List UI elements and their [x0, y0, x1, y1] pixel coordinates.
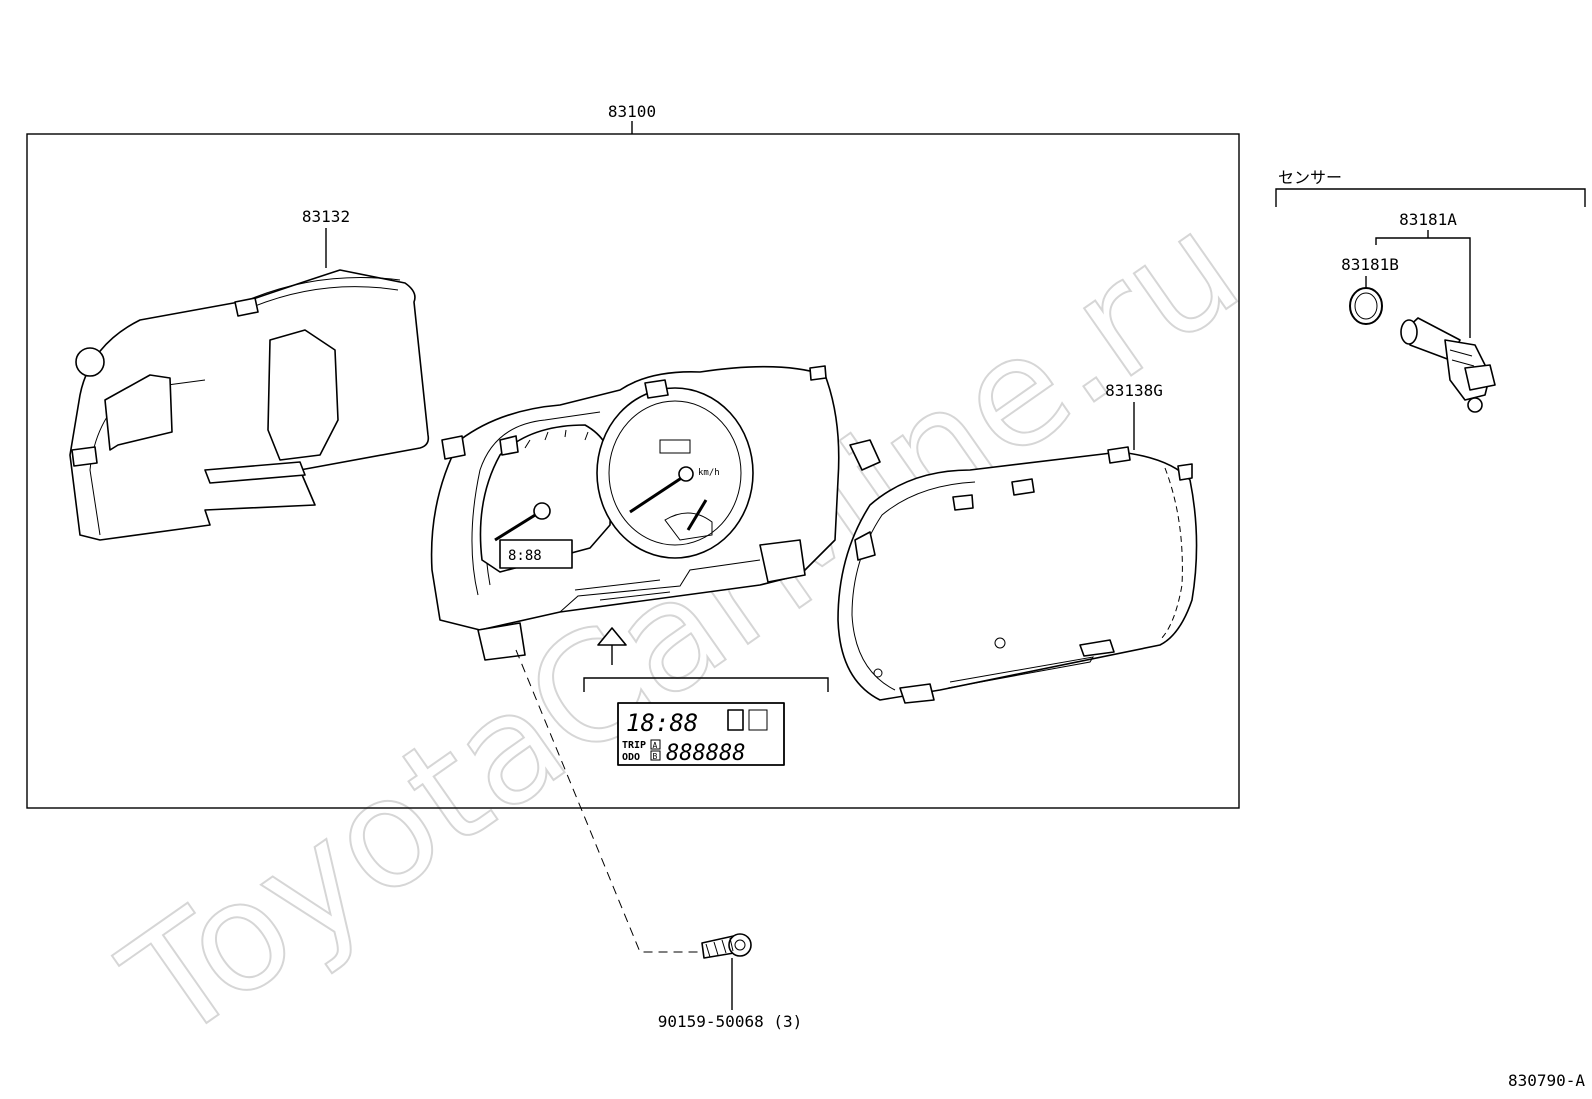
meter-glass — [837, 402, 1198, 704]
detail-arrow — [597, 627, 627, 665]
label-sensor-group: センサー — [1278, 168, 1342, 187]
label-83138g: 83138G — [1105, 381, 1163, 400]
lcd-trip-b: B — [653, 752, 658, 761]
lcd-detail: 18:88 TRIP ODO A B 888888 — [583, 677, 829, 766]
screw — [515, 649, 752, 1010]
lcd-odo-label: ODO — [622, 752, 640, 763]
svg-text:8:88: 8:88 — [508, 548, 542, 564]
label-83132: 83132 — [302, 207, 350, 226]
figure-id: 830790-A — [1508, 1071, 1585, 1090]
speed-unit: km/h — [698, 468, 720, 478]
meter-hood — [69, 228, 430, 541]
label-83100: 83100 — [608, 102, 656, 121]
lcd-odometer: 888888 — [666, 741, 745, 766]
lcd-clock: 18:88 — [626, 709, 698, 737]
speed-sensor — [1400, 317, 1496, 413]
lcd-trip-a: A — [653, 741, 658, 750]
assembly-frame — [26, 121, 1240, 809]
sensor-group-bracket — [1275, 188, 1586, 207]
label-83181a: 83181A — [1399, 210, 1457, 229]
lcd-trip-label: TRIP — [622, 740, 646, 751]
label-83181b: 83181B — [1341, 255, 1399, 274]
o-ring — [1349, 287, 1383, 325]
label-screw: 90159-50068 (3) — [658, 1012, 803, 1031]
combination-meter: 8:88 km/h — [430, 365, 881, 661]
sensor-leaders — [1365, 230, 1471, 338]
